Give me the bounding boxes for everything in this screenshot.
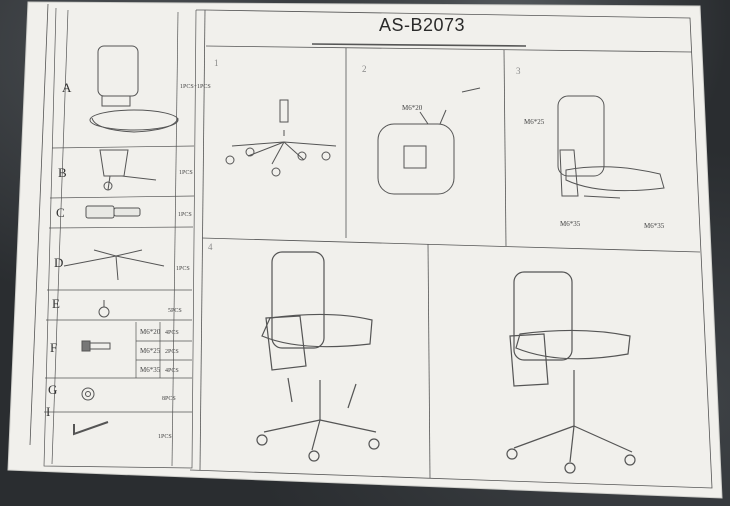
step-2-label: M6*20 [402,104,423,112]
part-e-illustration [98,300,110,318]
part-f-illustration [81,340,111,352]
part-i-letter: I [46,404,51,419]
step-3-illustration [557,95,665,199]
part-a-qty: 1PCS+1PCS [180,84,211,91]
step-1-number: 1 [214,58,219,68]
screw-m6-35-qty: 4PCS [165,368,179,374]
step-3-label-a: M6*25 [524,118,545,126]
parts-table [43,7,197,469]
screw-m6-25-size: M6*25 [140,347,161,355]
part-b-illustration [99,149,157,191]
screw-m6-25-qty: 2PCS [165,349,179,355]
part-c-illustration [85,205,141,219]
step-5-illustration [506,271,636,474]
part-i-qty: 1PCS [158,434,172,440]
screw-m6-20-qty: 4PCS [165,330,179,336]
part-b-letter: B [58,165,67,180]
paper [7,1,723,499]
step-1-illustration [225,99,337,177]
step-3-label-c: M6*35 [644,222,665,230]
part-c-letter: C [56,205,65,220]
screw-m6-35-size: M6*35 [140,366,161,374]
part-g-illustration [81,387,95,401]
part-d-letter: D [54,255,64,270]
step-3-label-b: M6*35 [560,220,581,228]
model-title: AS-B2073 [378,15,466,35]
screw-m6-20-size: M6*20 [140,328,161,336]
part-b-qty: 1PCS [179,170,193,176]
part-f-letter: F [50,340,58,355]
step-4-illustration [256,251,380,462]
part-e-qty: 5PCS [168,308,182,314]
step-2-illustration [377,87,481,195]
part-g-qty: 8PCS [162,396,176,402]
part-d-illustration [63,249,165,281]
part-d-qty: 1PCS [176,266,190,272]
steps-grid [189,9,713,489]
step-3-number: 3 [516,66,521,76]
part-i-illustration [73,421,109,436]
part-c-qty: 1PCS [178,212,192,218]
step-4-number: 4 [208,242,213,252]
step-2-number: 2 [362,64,367,74]
part-a-illustration [89,45,179,133]
part-g-letter: G [48,382,58,397]
part-e-letter: E [52,296,60,311]
part-a-letter: A [62,80,72,95]
